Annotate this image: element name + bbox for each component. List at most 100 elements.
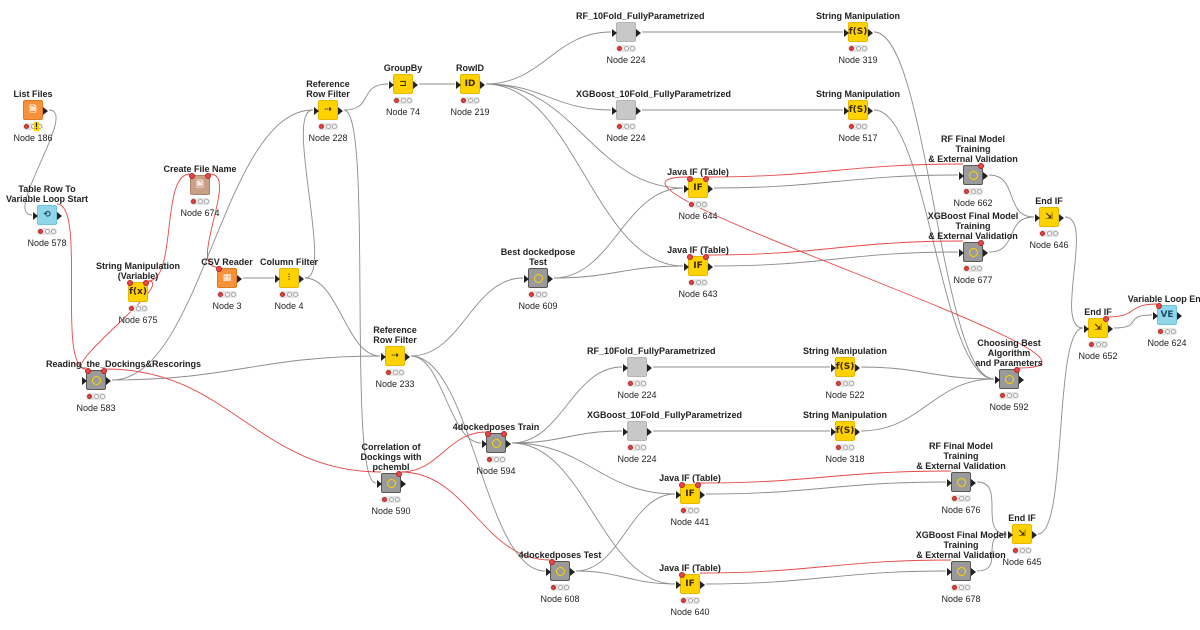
- node-body[interactable]: IF: [676, 482, 705, 504]
- flow-variable-input-port[interactable]: [679, 572, 685, 578]
- node-body[interactable]: [623, 357, 652, 377]
- data-connection[interactable]: [511, 442, 676, 495]
- input-port[interactable]: [1035, 214, 1040, 222]
- output-port[interactable]: [570, 568, 575, 576]
- flow-variable-connection[interactable]: [664, 176, 1043, 369]
- input-port[interactable]: [623, 364, 628, 372]
- data-connection[interactable]: [553, 265, 684, 279]
- node-body[interactable]: [377, 471, 406, 493]
- node-body[interactable]: f(S): [831, 421, 860, 441]
- flow-variable-input-port[interactable]: [485, 431, 491, 437]
- input-port[interactable]: [33, 212, 38, 220]
- output-port[interactable]: [708, 185, 713, 193]
- output-port[interactable]: [647, 428, 652, 436]
- flow-variable-output-port[interactable]: [978, 163, 984, 169]
- output-port[interactable]: [983, 249, 988, 257]
- node-body[interactable]: [612, 100, 641, 120]
- node-body[interactable]: ▦: [216, 266, 242, 288]
- output-port[interactable]: [868, 107, 873, 115]
- input-port[interactable]: [377, 480, 382, 488]
- flow-variable-connection[interactable]: [707, 240, 964, 256]
- flow-variable-input-port[interactable]: [549, 559, 555, 565]
- input-port[interactable]: [995, 376, 1000, 384]
- node-body[interactable]: 🖹: [189, 173, 211, 195]
- flow-variable-connection[interactable]: [400, 471, 551, 561]
- input-port[interactable]: [612, 29, 617, 37]
- node-body[interactable]: ⊐: [389, 74, 418, 94]
- data-connection[interactable]: [713, 174, 959, 189]
- data-connection[interactable]: [485, 83, 684, 189]
- output-port[interactable]: [57, 212, 62, 220]
- data-connection[interactable]: [111, 109, 314, 381]
- input-port[interactable]: [456, 81, 461, 89]
- data-connection[interactable]: [988, 216, 1035, 253]
- output-port[interactable]: [868, 29, 873, 37]
- output-port[interactable]: [636, 107, 641, 115]
- flow-variable-connection[interactable]: [105, 368, 382, 473]
- data-connection[interactable]: [976, 481, 1008, 535]
- data-connection[interactable]: [705, 481, 947, 495]
- output-port[interactable]: [1019, 376, 1024, 384]
- output-port[interactable]: [1177, 312, 1182, 320]
- output-port[interactable]: [106, 377, 111, 385]
- input-port[interactable]: [546, 568, 551, 576]
- flow-variable-connection[interactable]: [1107, 303, 1158, 318]
- output-port[interactable]: [971, 479, 976, 487]
- node-body[interactable]: ⇢: [314, 100, 343, 120]
- node-body[interactable]: 🗎: [23, 100, 48, 120]
- flow-variable-connection[interactable]: [80, 280, 154, 370]
- input-port[interactable]: [676, 491, 681, 499]
- node-body[interactable]: IF: [676, 572, 705, 594]
- data-connection[interactable]: [511, 366, 623, 444]
- flow-variable-connection[interactable]: [707, 163, 964, 178]
- flow-variable-input-port[interactable]: [679, 482, 685, 488]
- output-port[interactable]: [405, 353, 410, 361]
- output-port[interactable]: [971, 568, 976, 576]
- data-connection[interactable]: [304, 277, 381, 357]
- output-port[interactable]: [506, 440, 511, 448]
- flow-variable-output-port[interactable]: [703, 254, 709, 260]
- output-port[interactable]: [1059, 214, 1064, 222]
- data-connection[interactable]: [988, 174, 1035, 218]
- flow-variable-input-port[interactable]: [127, 280, 133, 286]
- data-connection[interactable]: [343, 83, 389, 111]
- node-body[interactable]: ⇲: [1035, 207, 1064, 227]
- input-port[interactable]: [314, 107, 319, 115]
- flow-variable-connection[interactable]: [56, 203, 87, 370]
- node-body[interactable]: [959, 240, 988, 262]
- output-port[interactable]: [636, 29, 641, 37]
- input-port[interactable]: [959, 172, 964, 180]
- flow-variable-output-port[interactable]: [703, 176, 709, 182]
- node-body[interactable]: f(x): [127, 280, 149, 302]
- output-port[interactable]: [1108, 325, 1113, 333]
- data-connection[interactable]: [575, 493, 676, 572]
- flow-variable-output-port[interactable]: [1014, 367, 1020, 373]
- data-connection[interactable]: [410, 277, 524, 357]
- flow-variable-output-port[interactable]: [143, 280, 149, 286]
- output-port[interactable]: [855, 428, 860, 436]
- data-connection[interactable]: [860, 366, 995, 380]
- input-port[interactable]: [947, 479, 952, 487]
- node-body[interactable]: VE: [1153, 303, 1182, 325]
- data-connection[interactable]: [1113, 314, 1153, 329]
- data-connection[interactable]: [553, 187, 684, 279]
- input-port[interactable]: [684, 263, 689, 271]
- input-port[interactable]: [482, 440, 487, 448]
- flow-variable-input-port[interactable]: [85, 368, 91, 374]
- node-body[interactable]: ⇲: [1084, 316, 1113, 338]
- input-port[interactable]: [676, 581, 681, 589]
- input-port[interactable]: [959, 249, 964, 257]
- data-connection[interactable]: [1064, 216, 1084, 329]
- data-connection[interactable]: [713, 251, 959, 267]
- flow-variable-output-port[interactable]: [1103, 316, 1109, 322]
- node-body[interactable]: [995, 367, 1024, 389]
- node-body[interactable]: [612, 22, 641, 42]
- output-port[interactable]: [338, 107, 343, 115]
- data-connection[interactable]: [976, 533, 1008, 572]
- node-body[interactable]: [82, 368, 111, 390]
- output-port[interactable]: [299, 275, 304, 283]
- data-connection[interactable]: [24, 109, 57, 216]
- node-body[interactable]: ID: [456, 74, 485, 94]
- data-connection[interactable]: [485, 31, 612, 85]
